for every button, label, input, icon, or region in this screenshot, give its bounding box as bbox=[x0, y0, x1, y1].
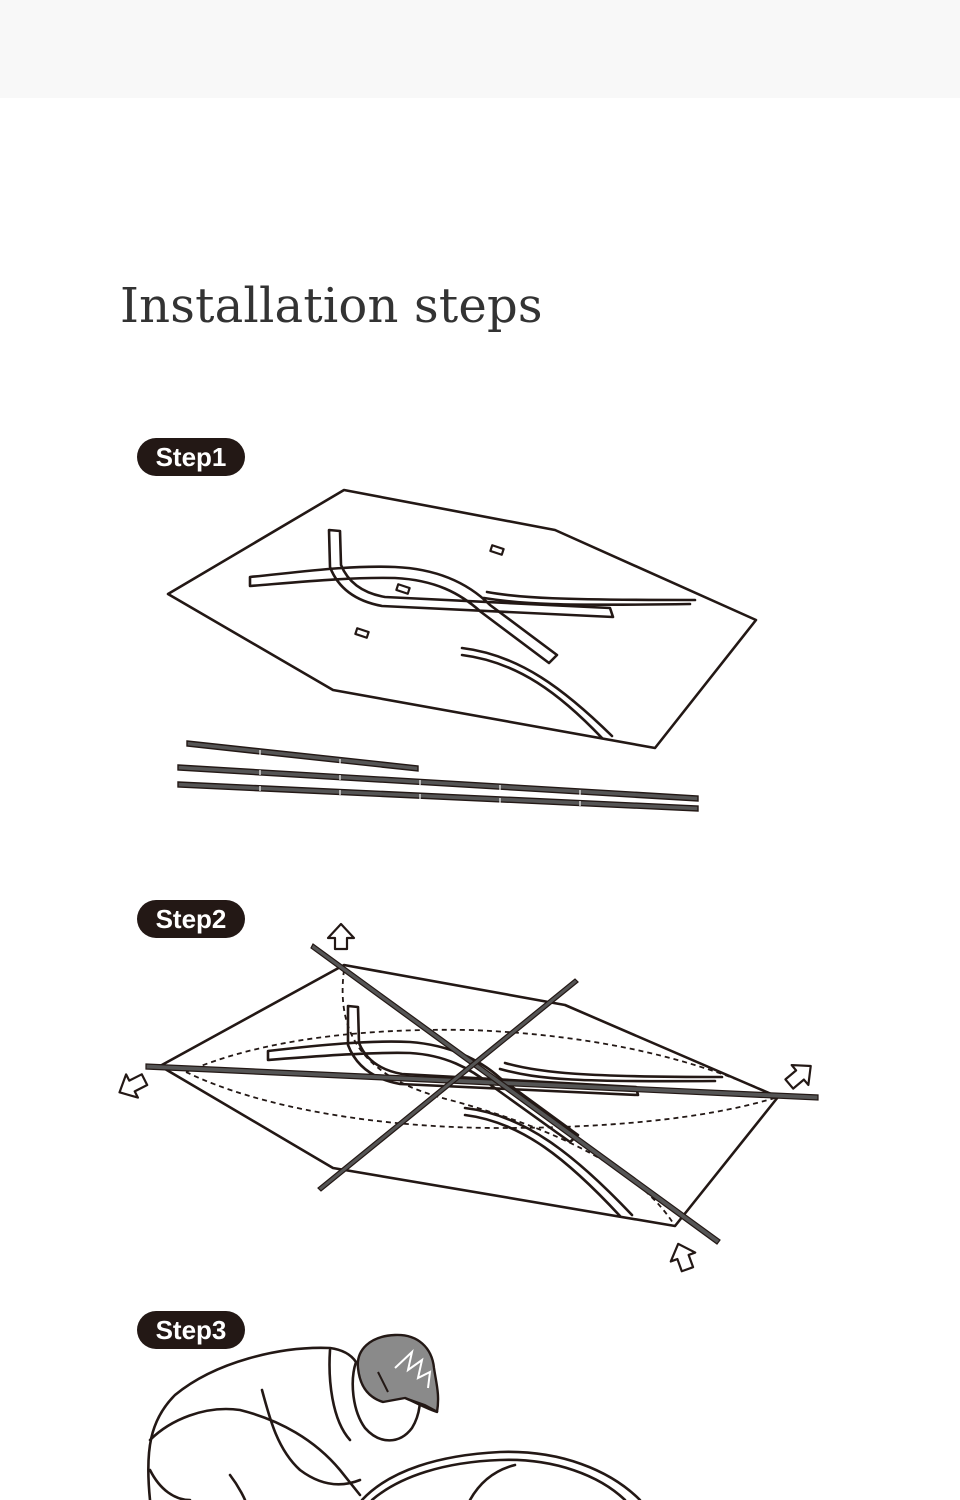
page-title: Installation steps bbox=[120, 278, 543, 334]
sleeve-curve-d bbox=[482, 596, 692, 607]
sleeve-curve-f bbox=[463, 1113, 622, 1218]
poles bbox=[145, 943, 819, 1245]
tent-dome-arc-1 bbox=[360, 1450, 642, 1500]
sleeve-curve-d bbox=[498, 1067, 717, 1083]
sleeve-curve-c bbox=[503, 1061, 724, 1079]
person-back-outline bbox=[147, 1346, 358, 1500]
step-1-badge: Step1 bbox=[137, 438, 245, 476]
tent-dome-arc-2 bbox=[370, 1458, 627, 1500]
person-head-outline bbox=[351, 1360, 422, 1442]
arrow-up-icon bbox=[326, 922, 356, 951]
step-3-badge: Step3 bbox=[137, 1311, 245, 1349]
person-arm-outline bbox=[148, 1407, 362, 1497]
arrow-right-icon bbox=[784, 1063, 812, 1090]
arrow-down-icon bbox=[669, 1242, 697, 1273]
cap-icon bbox=[356, 1333, 440, 1414]
arrow-left-icon bbox=[118, 1073, 149, 1099]
sleeve-strap-a bbox=[248, 565, 559, 665]
person-shirt-fold-2 bbox=[328, 1348, 352, 1442]
sleeve-curve-e bbox=[463, 1106, 634, 1217]
pole-long-2 bbox=[177, 781, 699, 812]
pole-short bbox=[186, 740, 419, 772]
pole-long-1 bbox=[177, 764, 699, 802]
step-2-illustration bbox=[118, 922, 819, 1273]
poles bbox=[177, 740, 699, 812]
pole-diagonal-a bbox=[310, 943, 721, 1245]
pole-joints bbox=[259, 750, 581, 806]
person-shirt-fold bbox=[260, 1388, 362, 1486]
arc-dashed-2 bbox=[185, 1071, 779, 1129]
sleeve-curve-e bbox=[460, 646, 614, 738]
pole-diagonal-b bbox=[317, 978, 579, 1192]
step-2-badge: Step2 bbox=[137, 900, 245, 938]
tent-fabric-outline bbox=[166, 488, 758, 750]
pole-horizontal bbox=[145, 1063, 819, 1101]
tent-dome-ridge bbox=[468, 1463, 517, 1500]
sleeve-strap-b bbox=[327, 528, 615, 619]
clip-3 bbox=[354, 627, 370, 639]
step-1-illustration bbox=[166, 488, 758, 812]
sleeve-curve-c bbox=[485, 590, 697, 602]
cap-brim bbox=[404, 1397, 439, 1413]
clip-1 bbox=[489, 544, 505, 556]
arc-dashed-1 bbox=[185, 1028, 779, 1098]
clip-2 bbox=[395, 583, 411, 595]
top-bar bbox=[0, 0, 960, 98]
sleeve-curve-f bbox=[460, 653, 604, 740]
person-legs bbox=[148, 1468, 247, 1500]
